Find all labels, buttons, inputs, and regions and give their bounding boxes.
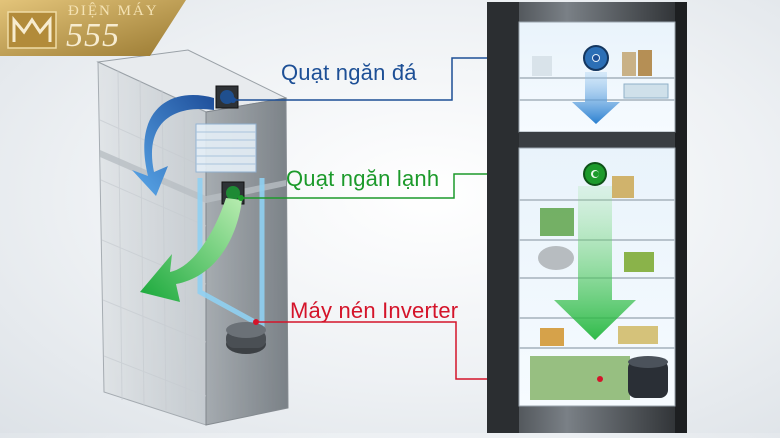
real-fridge: [487, 2, 687, 433]
logo-line2: 555: [66, 17, 120, 54]
cutaway-fridge: [96, 49, 289, 426]
freezer-fan-label: Quạt ngăn đá: [281, 60, 417, 85]
fridge-fan-label: Quạt ngăn lạnh: [286, 166, 440, 191]
store-logo: [0, 0, 186, 56]
compressor-label: Máy nén Inverter: [290, 298, 459, 323]
logo-line1: ĐIỆN MÁY: [68, 3, 159, 19]
logo-text: ĐIỆN MÁY 555: [0, 0, 186, 56]
